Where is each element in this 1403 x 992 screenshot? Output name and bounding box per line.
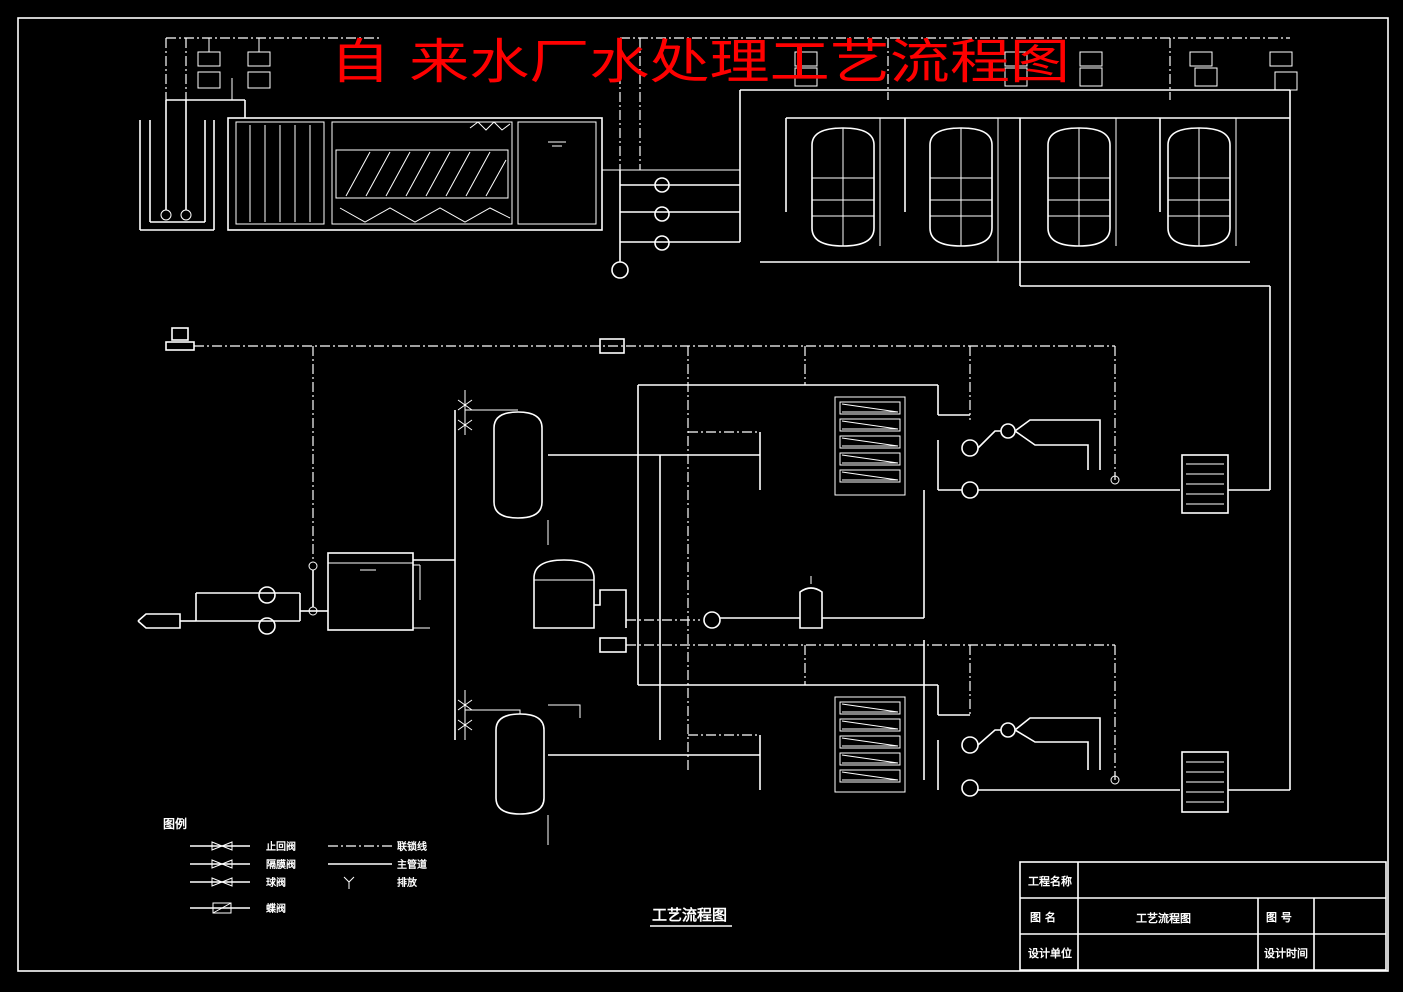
dosing-units-left: [165, 37, 380, 118]
legend-label-globe-valve: 球阀: [266, 876, 286, 889]
design-date-label: 设计时间: [1264, 946, 1308, 960]
ro-section-upper: [548, 384, 1180, 740]
legend-label-diaphragm-valve: 隔膜阀: [266, 858, 296, 871]
computer-control: [165, 327, 1116, 770]
project-name-label: 工程名称: [1028, 874, 1072, 888]
raw-water-tank: [308, 410, 456, 740]
legend-label-check-valve: 止回阀: [266, 840, 296, 853]
flocculation-sedimentation-tank: [227, 117, 603, 231]
drawing-name-value: 工艺流程图: [1136, 911, 1191, 925]
legend-label-interlock-line: 联锁线: [397, 840, 427, 853]
legend-label-butterfly-valve: 蝶阀: [266, 902, 286, 915]
legend-symbols: [190, 841, 392, 914]
membrane-filter-upper: [1181, 454, 1270, 514]
main-title: 自 来水厂水处理工艺流程图: [330, 34, 1070, 90]
filter-feed-pumps: [602, 90, 741, 279]
ro-section-lower: [548, 640, 1180, 797]
drawing-subtitle: 工艺流程图: [652, 906, 727, 924]
pressure-filters: [740, 89, 1291, 490]
design-unit-label: 设计单位: [1028, 946, 1072, 960]
title-block-grid: [1019, 861, 1387, 971]
cartridge-tank-upper: [457, 390, 549, 545]
legend-heading: 图例: [163, 816, 187, 831]
cartridge-tank-lower: [457, 690, 581, 845]
intermediate-tank: [533, 559, 924, 653]
inlet-pumps: [137, 586, 313, 635]
drawing-name-label: 图 名: [1030, 910, 1056, 924]
legend-label-main-pipe: 主管道: [397, 858, 427, 871]
dosing-units-right: [619, 37, 1298, 170]
legend-label-drain: 排放: [397, 876, 418, 889]
drawing-no-label: 图 号: [1266, 911, 1292, 924]
drawing-frame: [17, 17, 1389, 972]
intake-well: [139, 100, 215, 231]
membrane-filter-lower: [1181, 118, 1291, 813]
